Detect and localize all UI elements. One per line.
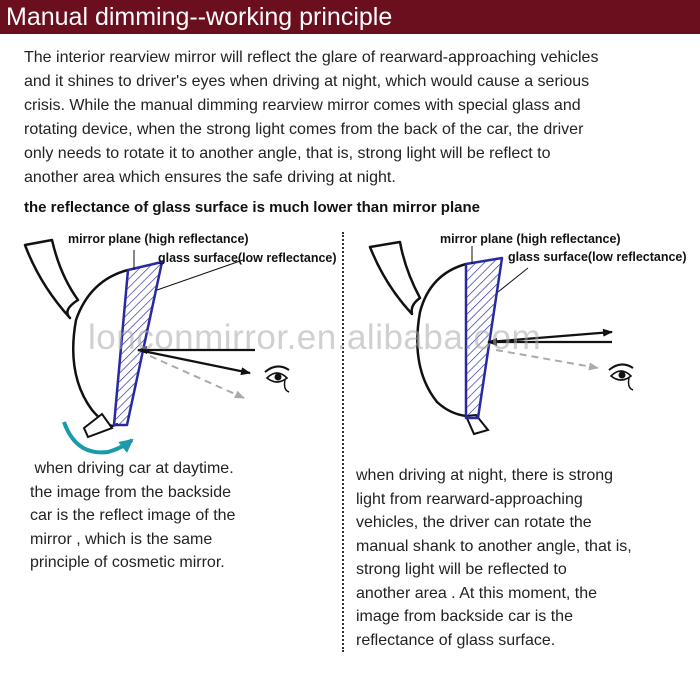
caption-line: vehicles, the driver can rotate the [356, 514, 592, 531]
manual-shank [82, 412, 114, 439]
intro-line: rotating device, when the strong light c… [24, 121, 584, 138]
intro-paragraph: The interior rearview mirror will reflec… [24, 46, 688, 190]
watermark: lonconmirror.en.alibaba.com [88, 318, 542, 357]
header-bar: Manual dimming--working principle [0, 0, 700, 34]
dim-reflected-ray [149, 355, 245, 399]
caption-line: strong light will be reflected to [356, 561, 567, 578]
eye-icon [608, 363, 634, 391]
intro-line: another area which ensures the safe driv… [24, 169, 396, 186]
reflected-ray [487, 328, 613, 344]
caption-line: the image from the backside [30, 483, 231, 501]
dim-reflected-ray [495, 349, 599, 371]
mirror-arm [23, 238, 80, 320]
caption-line: mirror , which is the same [30, 530, 213, 548]
caption-line: another area . At this moment, the [356, 584, 598, 602]
mirror-housing [416, 262, 467, 418]
column-divider [342, 232, 344, 652]
glass-wedge [112, 260, 164, 427]
reflected-ray [137, 348, 251, 376]
caption-line: when driving at night, there is strong [356, 467, 614, 484]
left-caption: when driving car at daytime. the image f… [30, 457, 330, 575]
glass-wedge [464, 256, 504, 420]
caption-line: manual shank to another angle, that is, [356, 537, 632, 555]
caption-line: car is the reflect image of the [30, 507, 236, 524]
section-subtitle: the reflectance of glass surface is much… [24, 199, 480, 216]
mirror-arm [368, 240, 422, 316]
left-label-glass-surface: glass surface(low reflectance) [158, 251, 337, 265]
rotate-arrow [62, 421, 134, 455]
page-title: Manual dimming--working principle [6, 3, 393, 31]
caption-line: principle of cosmetic mirror. [30, 554, 225, 571]
right-label-glass-surface: glass surface(low reflectance) [508, 250, 687, 264]
left-mirror-diagram [23, 238, 290, 455]
right-mirror-diagram [368, 240, 634, 436]
left-label-mirror-plane: mirror plane (high reflectance) [68, 232, 249, 246]
leader-line [156, 259, 244, 291]
intro-line: The interior rearview mirror will reflec… [24, 49, 599, 66]
right-label-mirror-plane: mirror plane (high reflectance) [440, 232, 621, 246]
right-caption: when driving at night, there is strong l… [356, 464, 692, 652]
leader-line [497, 267, 529, 293]
caption-line: when driving car at daytime. [30, 460, 234, 477]
caption-line: reflectance of glass surface. [356, 631, 556, 649]
caption-line: image from backside car is the [356, 608, 573, 625]
eye-icon [264, 365, 290, 393]
caption-line: light from rearward-approaching [356, 490, 583, 508]
intro-line: and it shines to driver's eyes when driv… [24, 73, 590, 90]
intro-line: only needs to rotate it to another angle… [24, 145, 551, 162]
intro-line: crisis. While the manual dimming rearvie… [24, 97, 581, 114]
